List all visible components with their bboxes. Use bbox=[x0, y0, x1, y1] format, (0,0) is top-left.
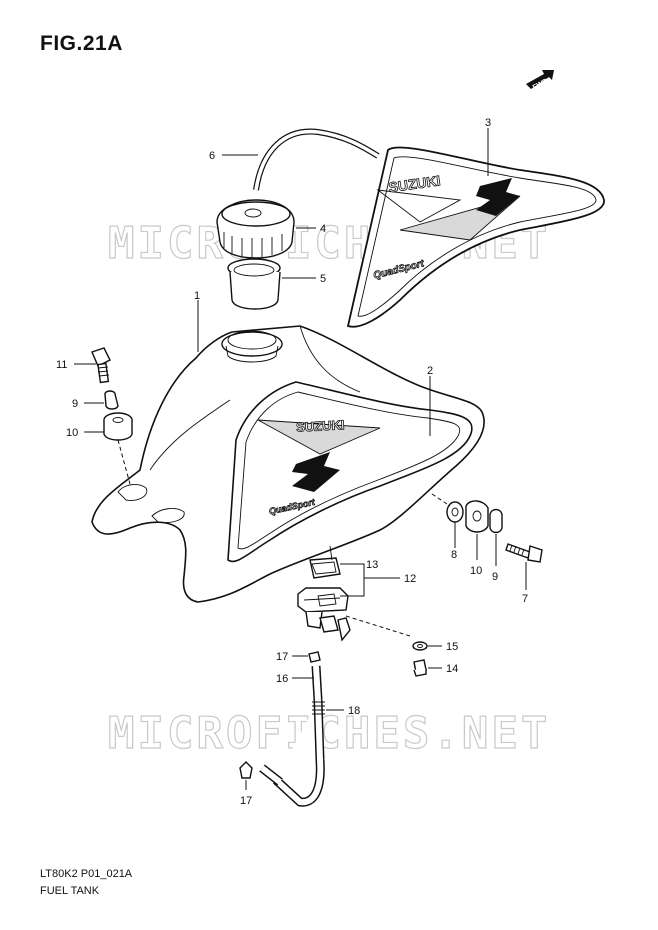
figure-name: FUEL TANK bbox=[40, 885, 100, 897]
figure-title: FIG.21A bbox=[40, 32, 123, 55]
callout-15: 15 bbox=[446, 641, 458, 653]
collar-right bbox=[489, 508, 503, 534]
callout-17-upper: 17 bbox=[276, 651, 288, 663]
hose-clamp-upper bbox=[308, 651, 321, 663]
bolt-right bbox=[505, 543, 543, 563]
callout-1: 1 bbox=[194, 290, 200, 302]
callout-4: 4 bbox=[320, 223, 326, 235]
forward-arrow-icon: FWD bbox=[526, 70, 554, 91]
callout-9-right: 9 bbox=[492, 571, 498, 583]
figure-code: LT80K2 P01_021A bbox=[40, 868, 133, 880]
collar-left bbox=[104, 390, 119, 410]
fuel-hose bbox=[259, 665, 325, 807]
callout-7: 7 bbox=[522, 593, 528, 605]
callout-16: 16 bbox=[276, 673, 288, 685]
callout-12: 12 bbox=[404, 573, 416, 585]
callout-6: 6 bbox=[209, 150, 215, 162]
bolt-left bbox=[91, 347, 111, 384]
suzuki-logo-icon bbox=[476, 178, 520, 216]
fuel-cap bbox=[216, 199, 295, 259]
callout-9-left: 9 bbox=[72, 398, 78, 410]
filler-gasket bbox=[227, 258, 281, 310]
decal-brand-right: SUZUKI bbox=[388, 172, 442, 195]
cushion-right bbox=[465, 500, 489, 533]
side-decal-left: SUZUKI QuadSport bbox=[227, 381, 473, 563]
cushion-left bbox=[103, 412, 133, 441]
callout-18: 18 bbox=[348, 705, 360, 717]
screw-small bbox=[413, 659, 427, 677]
callout-5: 5 bbox=[320, 273, 326, 285]
washer-small bbox=[412, 641, 428, 651]
suzuki-logo-small-icon bbox=[292, 452, 340, 492]
washer-right bbox=[446, 501, 464, 523]
side-decal-right: SUZUKI QuadSport bbox=[346, 146, 605, 328]
callout-14: 14 bbox=[446, 663, 458, 675]
callout-13: 13 bbox=[366, 559, 378, 571]
callout-2: 2 bbox=[427, 365, 433, 377]
hose-clamp-lower bbox=[239, 761, 253, 779]
callout-10-left: 10 bbox=[66, 427, 78, 439]
callout-10-right: 10 bbox=[470, 565, 482, 577]
callout-3: 3 bbox=[485, 117, 491, 129]
fuel-tank: SUZUKI QuadSport bbox=[91, 325, 485, 603]
callout-17-lower: 17 bbox=[240, 795, 252, 807]
breather-hose bbox=[253, 128, 380, 191]
watermark-bottom: MICROFICHES.NET bbox=[108, 708, 550, 759]
fuel-valve bbox=[297, 545, 351, 642]
callout-8: 8 bbox=[451, 549, 457, 561]
decal-brand-left: SUZUKI bbox=[296, 417, 345, 435]
callout-11: 11 bbox=[56, 359, 67, 371]
leader-lines bbox=[74, 128, 527, 790]
